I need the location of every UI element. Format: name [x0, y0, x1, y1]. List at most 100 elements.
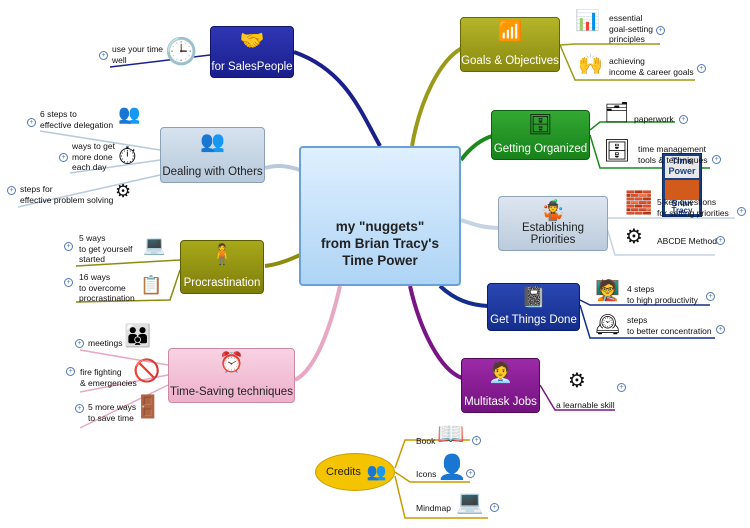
branch-procrastination[interactable]: 🧍 Procrastination [180, 240, 264, 294]
leaf-connectors-goals [559, 43, 695, 81]
meeting-table-icon: 👪 [124, 323, 152, 348]
expand-button[interactable]: + [472, 436, 481, 445]
leaf-connectors-timesaving [79, 349, 169, 429]
presentation-board-icon: 📊 [575, 10, 600, 32]
head-silhouette-icon: 👤 [437, 454, 467, 481]
book-cover-band [665, 180, 699, 200]
leaf-learnable-skill[interactable]: a learnable skill [556, 400, 615, 410]
leaf-fire-fighting[interactable]: fire fighting & emergencies [80, 367, 137, 388]
expand-button[interactable]: + [656, 26, 665, 35]
leaf-effective-delegation[interactable]: 6 steps to effective delegation [40, 109, 114, 130]
leaf-key-questions-priorities[interactable]: 5 key questions for setting priorities [657, 197, 729, 218]
leaf-better-concentration[interactable]: steps to better concentration [627, 315, 712, 336]
leaf-connectors-multitask [539, 384, 615, 411]
branch-priorities-label: Establishing Priorities [521, 222, 584, 246]
central-topic-title: my "nuggets" from Brian Tracy's Time Pow… [320, 219, 439, 268]
leaf-connectors-priorities [605, 217, 735, 256]
branch-dealing-with-others[interactable]: 👥 Dealing with Others [160, 127, 265, 183]
conversation-icon: 👥 [200, 131, 225, 153]
expand-button[interactable]: + [737, 207, 746, 216]
leaf-more-ways-save-time[interactable]: 5 more ways to save time [88, 402, 137, 423]
stacked-blocks-icon: 🧱 [625, 190, 653, 215]
expand-button[interactable]: + [712, 155, 721, 164]
branch-time-saving-label: Time-Saving techniques [170, 386, 293, 398]
person-icon: 🧍 [209, 244, 235, 266]
door-exit-icon: 🚪 [134, 394, 162, 419]
expand-button[interactable]: + [697, 64, 706, 73]
leaf-paperwork[interactable]: paperwork [634, 114, 674, 124]
expand-button[interactable]: + [64, 278, 73, 287]
branch-salespeople[interactable]: 🤝 for SalesPeople [210, 26, 294, 78]
expand-button[interactable]: + [27, 118, 36, 127]
expand-button[interactable]: + [59, 153, 68, 162]
leaf-connectors-procrastination [75, 259, 181, 303]
laptop-mindmap-icon: 💻 [456, 489, 484, 514]
leaf-more-done-each-day[interactable]: ways to get more done each day [72, 141, 115, 172]
leaf-high-productivity[interactable]: 4 steps to high productivity [627, 284, 698, 305]
scattered-papers-icon: 📋 [140, 275, 163, 295]
branch-time-saving[interactable]: ⏰ Time-Saving techniques [168, 348, 295, 403]
audience-icon: 👥 [366, 464, 387, 481]
expand-button[interactable]: + [75, 404, 84, 413]
credits-item-book[interactable]: Book [416, 436, 436, 446]
celebrating-person-icon: 🙌 [578, 54, 603, 76]
credits-item-mindmap[interactable]: Mindmap [416, 503, 451, 513]
connector-dealing [264, 163, 301, 172]
leaf-meetings[interactable]: meetings [88, 338, 123, 348]
branch-multitask-jobs[interactable]: 🧑‍💼 Multitask Jobs [461, 358, 540, 413]
connector-goals [410, 46, 464, 147]
expand-button[interactable]: + [490, 503, 499, 512]
person-gears-icon: ⚙ [568, 370, 586, 392]
focused-worker-icon: 🕰 [595, 314, 621, 336]
connector-getthings [438, 284, 489, 308]
expand-button[interactable]: + [66, 367, 75, 376]
expand-button[interactable]: + [99, 51, 108, 60]
connector-organized [459, 134, 493, 162]
worker-at-table-icon: 🧑‍🏫 [595, 280, 620, 302]
leaf-get-yourself-started[interactable]: 5 ways to get yourself started [79, 233, 133, 264]
leaf-abcde-method[interactable]: ABCDE Method [657, 236, 717, 246]
book-cover-image: Time Power Brian Tracy [662, 153, 702, 217]
branch-goals-objectives[interactable]: 📶 Goals & Objectives [460, 17, 560, 72]
expand-button[interactable]: + [617, 383, 626, 392]
branch-getting-organized[interactable]: 🗄 Getting Organized [491, 110, 590, 160]
connector-procrastination [264, 253, 301, 268]
expand-button[interactable]: + [64, 242, 73, 251]
leaf-overcome-procrastination[interactable]: 16 ways to overcome procrastination [79, 272, 135, 303]
leaf-effective-problem-solving[interactable]: steps for effective problem solving [20, 184, 114, 205]
branch-salespeople-label: for SalesPeople [211, 61, 293, 73]
branch-establishing-priorities[interactable]: 🤹 Establishing Priorities [498, 196, 608, 251]
credits-node[interactable]: Credits 👥 [315, 453, 395, 491]
person-no-entry-icon: 🚫 [133, 358, 161, 383]
branch-dealing-label: Dealing with Others [162, 166, 263, 178]
branch-goals-label: Goals & Objectives [461, 55, 559, 67]
credits-item-icons[interactable]: Icons [416, 469, 437, 479]
branch-getthings-label: Get Things Done [490, 314, 577, 326]
central-topic[interactable]: Time Power Brian Tracy my "nuggets" from… [299, 146, 702, 286]
leaf-connectors-getthings [579, 299, 715, 339]
expand-button[interactable]: + [466, 469, 475, 478]
branch-get-things-done[interactable]: 📓 Get Things Done [487, 283, 580, 331]
expand-button[interactable]: + [7, 186, 16, 195]
leaf-connectors-salespeople [109, 54, 211, 68]
leaf-connectors-credits [394, 439, 488, 519]
expand-button[interactable]: + [706, 292, 715, 301]
book-cover-title: Time Power [665, 156, 699, 178]
leaf-use-your-time-well[interactable]: use your time well [112, 44, 164, 65]
abcde-gears-icon: ⚙ [625, 226, 643, 248]
leaf-time-management-tools[interactable]: time management tools & techniques [638, 144, 708, 165]
expand-button[interactable]: + [75, 339, 84, 348]
leaf-goal-setting-principles[interactable]: essential goal-setting principles [609, 13, 653, 44]
branch-organized-label: Getting Organized [493, 143, 588, 155]
expand-button[interactable]: + [716, 325, 725, 334]
credits-label: Credits [326, 466, 361, 478]
leaf-income-career-goals[interactable]: achieving income & career goals [609, 56, 694, 77]
book-pen-icon: 📖 [437, 421, 465, 446]
desk-icon: 🗄 [527, 114, 554, 136]
juggler-icon: 🤹 [540, 200, 566, 222]
expand-button[interactable]: + [679, 115, 688, 124]
book-cover-author: Brian Tracy [665, 200, 699, 215]
connector-multitask [408, 285, 463, 380]
expand-button[interactable]: + [716, 236, 725, 245]
